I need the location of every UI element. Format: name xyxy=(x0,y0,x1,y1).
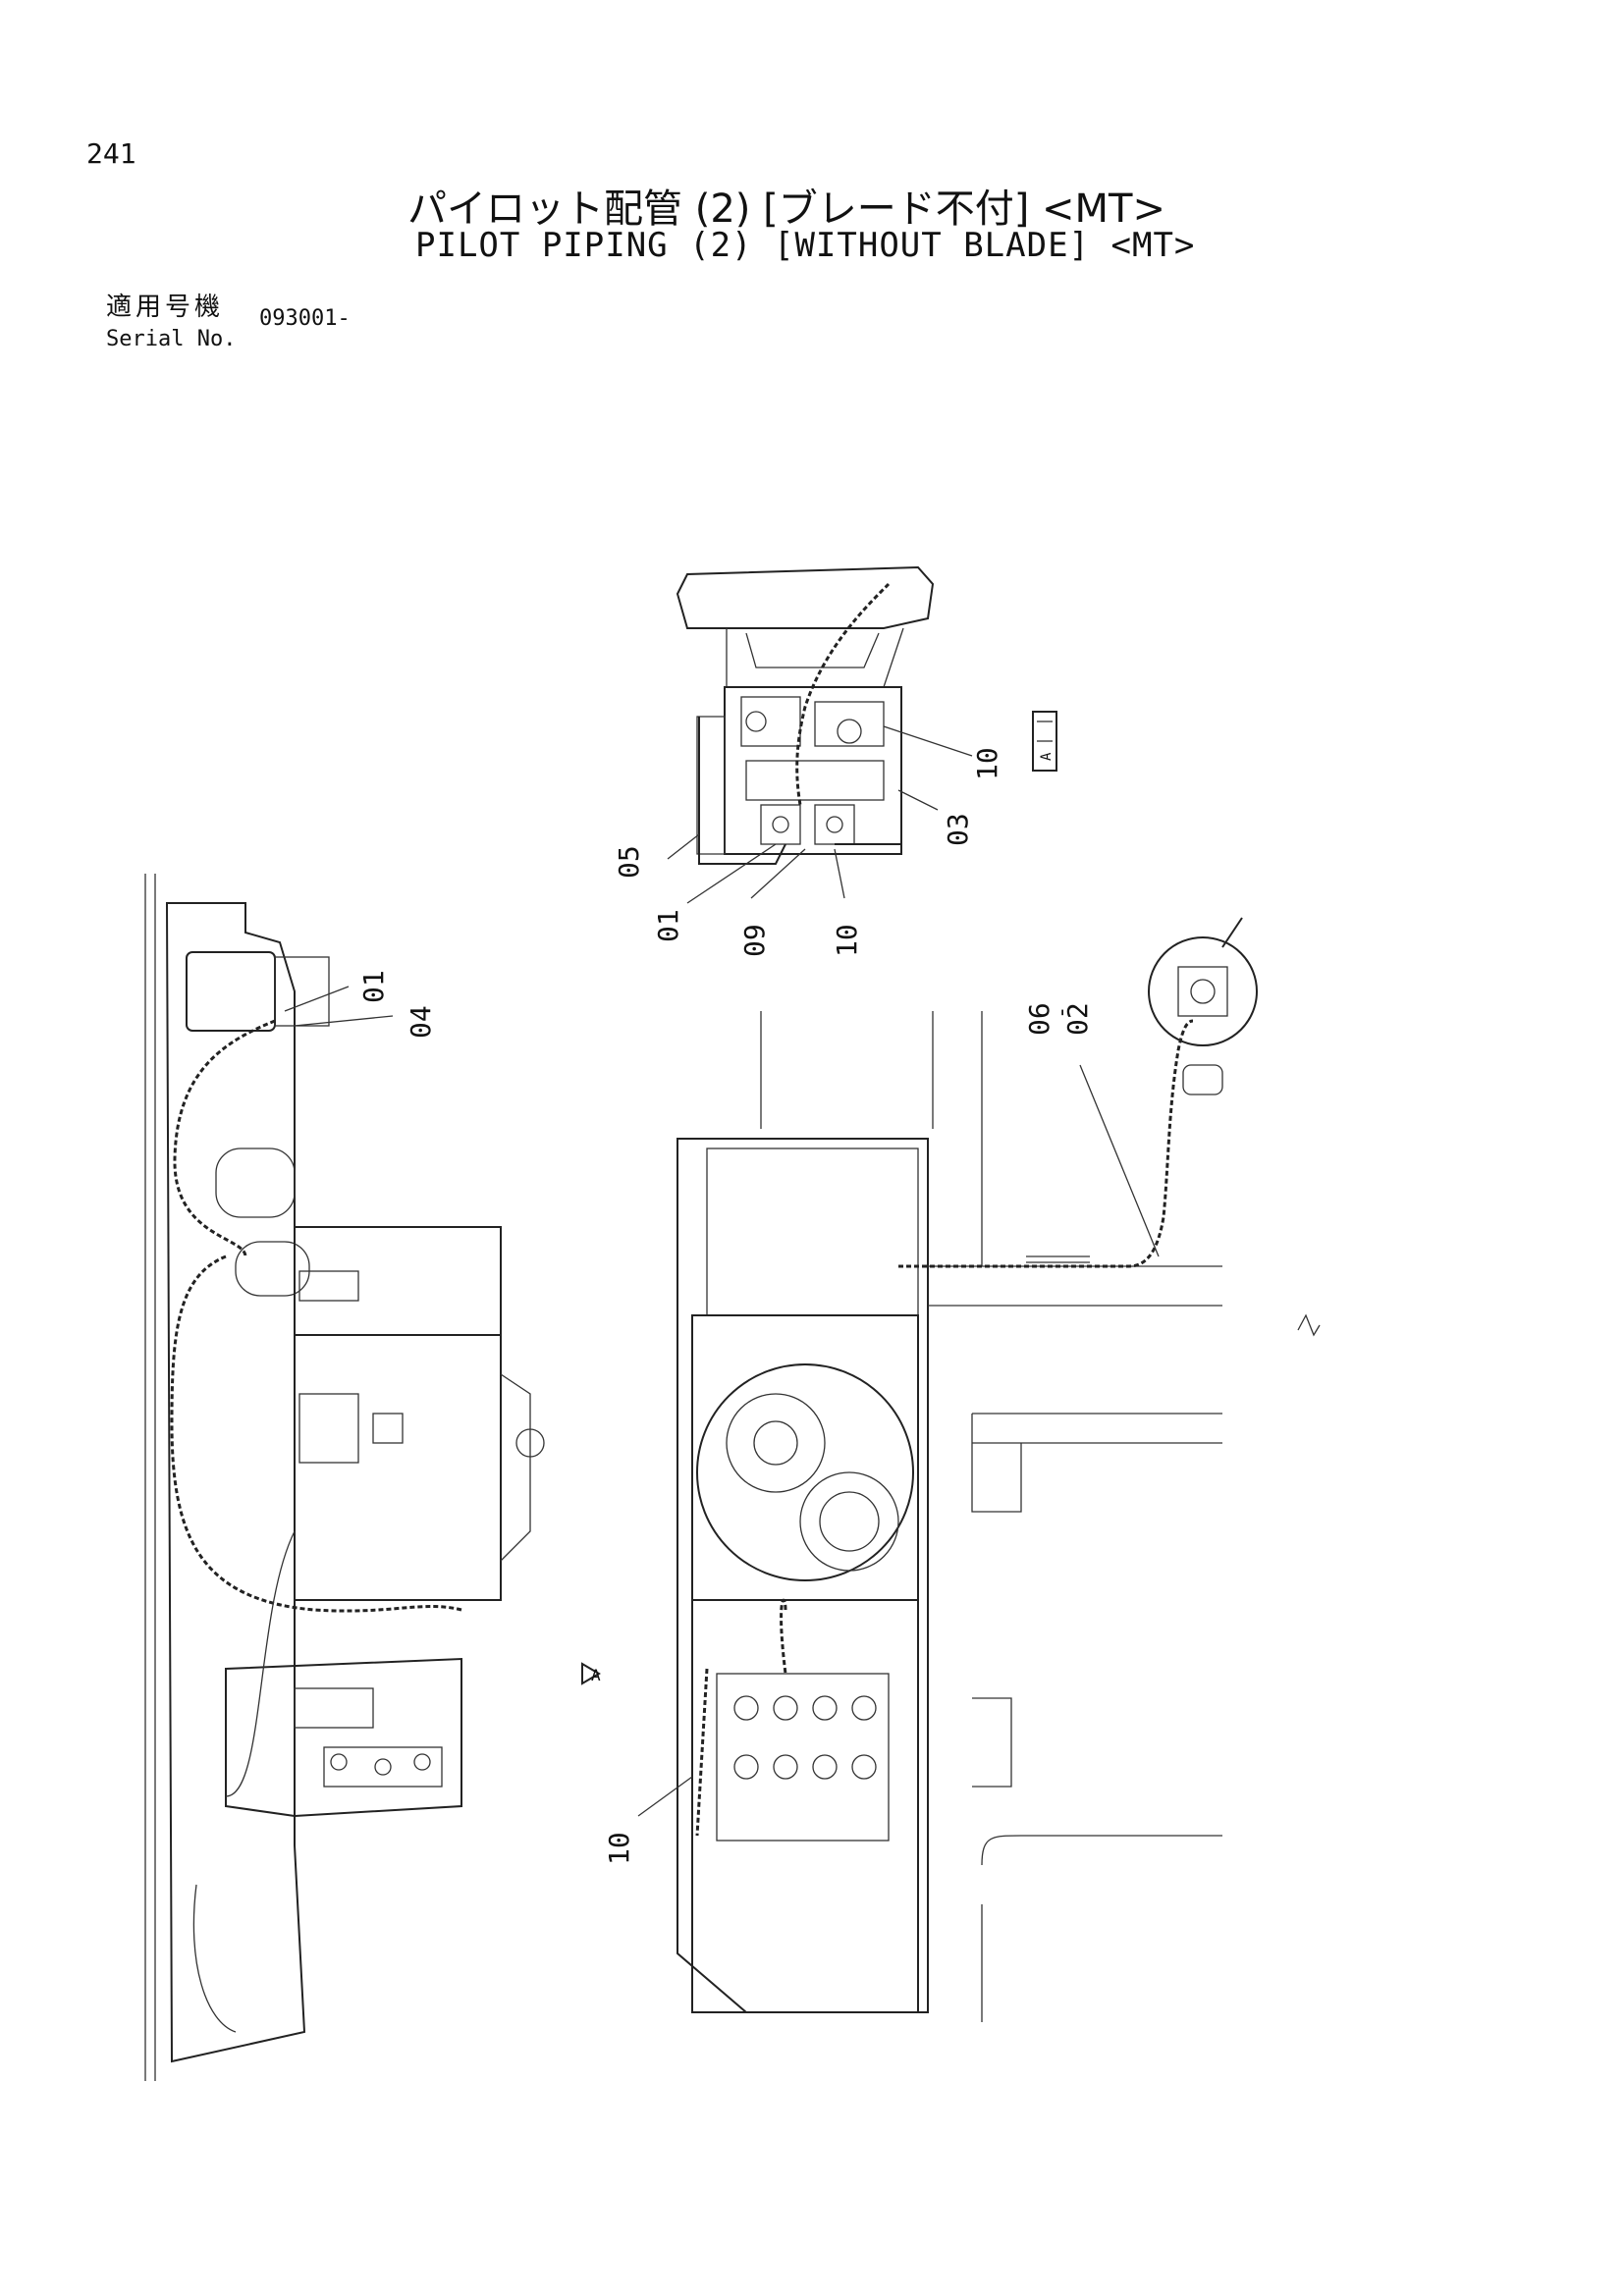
callout-05: 05 xyxy=(613,845,645,879)
left-side-view xyxy=(144,874,545,2081)
serial-label-english: Serial No. xyxy=(106,327,237,351)
callout-dash: - xyxy=(1050,1006,1074,1019)
callout-03: 03 xyxy=(942,813,974,846)
serial-number-value: 093001- xyxy=(259,306,351,331)
left-callout-leaders xyxy=(284,986,394,1027)
main-plan-view xyxy=(677,1011,1222,2022)
small-fitting-symbol xyxy=(1297,1313,1321,1337)
callout-01-top: 01 xyxy=(652,909,684,942)
view-reference-label: A xyxy=(1039,752,1055,761)
view-reference-box: A xyxy=(1032,711,1057,772)
serial-label-japanese: 適用号機 xyxy=(106,293,225,322)
callout-09: 09 xyxy=(738,924,771,957)
page-number: 241 xyxy=(86,137,136,170)
page-title-english: PILOT PIPING (2) [WITHOUT BLADE] <MT> xyxy=(415,226,1196,265)
svg-text:A: A xyxy=(591,1666,601,1684)
view-marker-a: A xyxy=(581,1662,601,1685)
callout-10-upper: 10 xyxy=(971,747,1003,780)
top-callout-leaders xyxy=(667,725,973,904)
page-title-japanese: パイロット配管 (2) [ブレード不付] <MT> xyxy=(407,187,1165,232)
callout-06: 06 xyxy=(1023,1002,1056,1036)
callout-04: 04 xyxy=(405,1005,437,1039)
callout-10-lower: 10 xyxy=(831,924,863,957)
top-detail-view xyxy=(676,565,935,865)
plan-callout-leaders xyxy=(637,1064,1160,1817)
callout-02: 02 xyxy=(1061,1002,1094,1036)
callout-10-plan: 10 xyxy=(603,1832,635,1865)
swing-motor xyxy=(1148,917,1258,1095)
callout-01-left: 01 xyxy=(357,970,390,1003)
